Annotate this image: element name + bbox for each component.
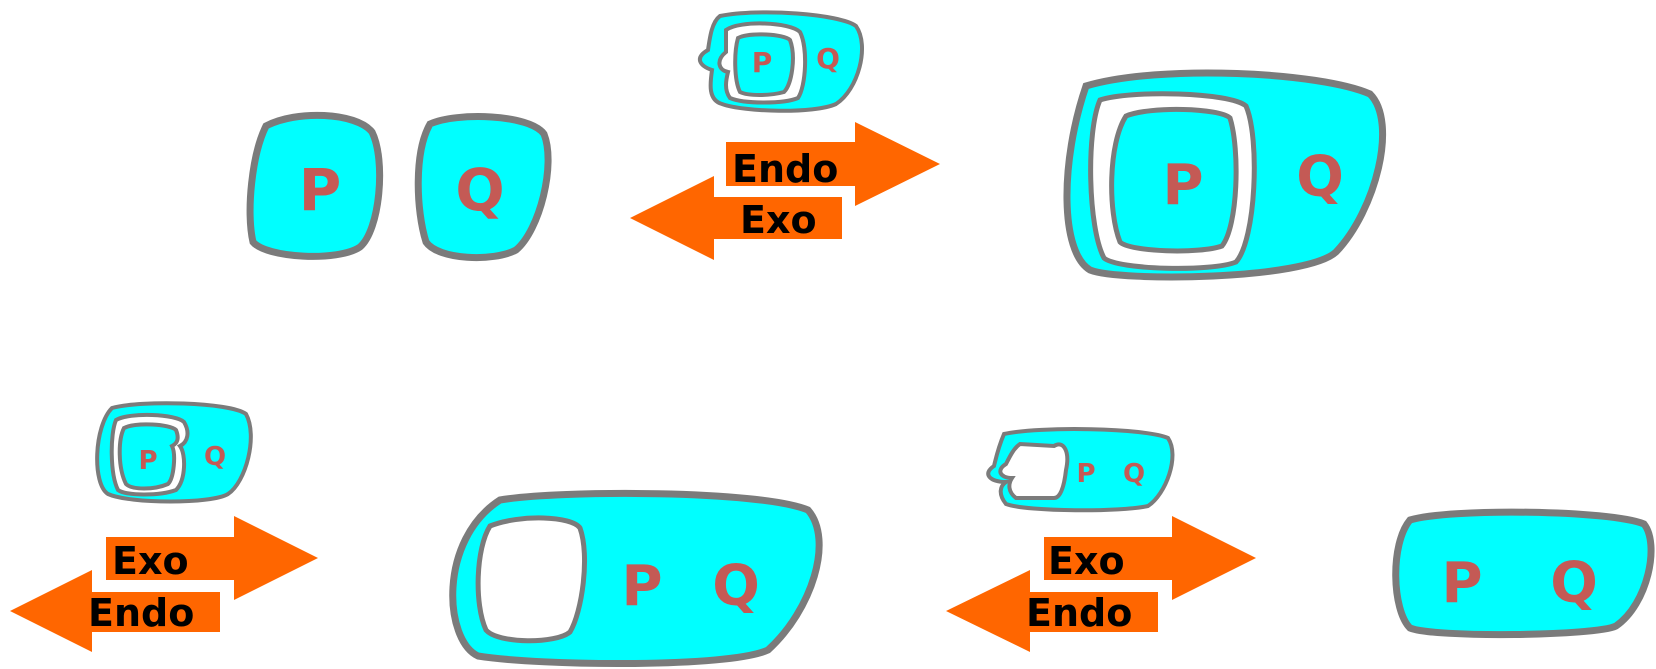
label-p: P	[138, 446, 157, 476]
label-q: Q	[816, 42, 840, 75]
vesicle-p	[117, 422, 180, 491]
label-q: Q	[204, 442, 226, 472]
label-q: Q	[455, 156, 504, 224]
label-p: P	[1162, 153, 1203, 218]
arrow-right	[1044, 516, 1256, 600]
bottom-right-intermediate: P Q	[986, 427, 1175, 513]
arrow-right	[106, 516, 318, 600]
compartment-p	[246, 111, 384, 260]
top-intermediate: P Q	[697, 10, 865, 113]
arrow-left	[630, 176, 842, 260]
compartment-q	[414, 113, 552, 261]
arrow-right-label: Exo	[112, 539, 189, 583]
bottom-middle-state: P Q	[449, 489, 823, 668]
top-arrows: Endo Exo	[630, 122, 940, 260]
label-q: Q	[1123, 459, 1145, 489]
top-right-state: P Q	[1063, 69, 1387, 281]
label-q: Q	[712, 554, 760, 619]
bottom-final-state: P Q	[1392, 508, 1655, 639]
arrow-right-label: Exo	[1048, 539, 1125, 583]
arrow-left-label: Exo	[740, 198, 817, 242]
label-q: Q	[1550, 551, 1598, 616]
arrow-right	[726, 122, 940, 206]
bottom-left-intermediate: P Q	[95, 401, 253, 504]
arrow-right-label: Endo	[732, 147, 838, 191]
label-p: P	[752, 46, 773, 79]
bottom-right-arrows: Exo Endo	[946, 516, 1256, 652]
bottom-left-arrows: Exo Endo	[10, 516, 318, 652]
label-p: P	[621, 554, 662, 619]
label-q: Q	[1296, 145, 1344, 210]
vesicle-p	[733, 32, 795, 97]
arrow-left-label: Endo	[88, 591, 194, 635]
label-p: P	[299, 156, 342, 224]
label-p: P	[1076, 459, 1095, 489]
open-vesicle	[998, 441, 1070, 500]
top-left-state: P Q	[246, 111, 552, 261]
label-p: P	[1441, 551, 1482, 616]
outer-membrane	[1392, 508, 1655, 639]
arrow-left	[946, 570, 1158, 652]
vesicle-p	[1109, 106, 1239, 254]
empty-vesicle	[475, 515, 587, 644]
arrow-left	[10, 570, 220, 652]
arrow-left-label: Endo	[1026, 591, 1132, 635]
